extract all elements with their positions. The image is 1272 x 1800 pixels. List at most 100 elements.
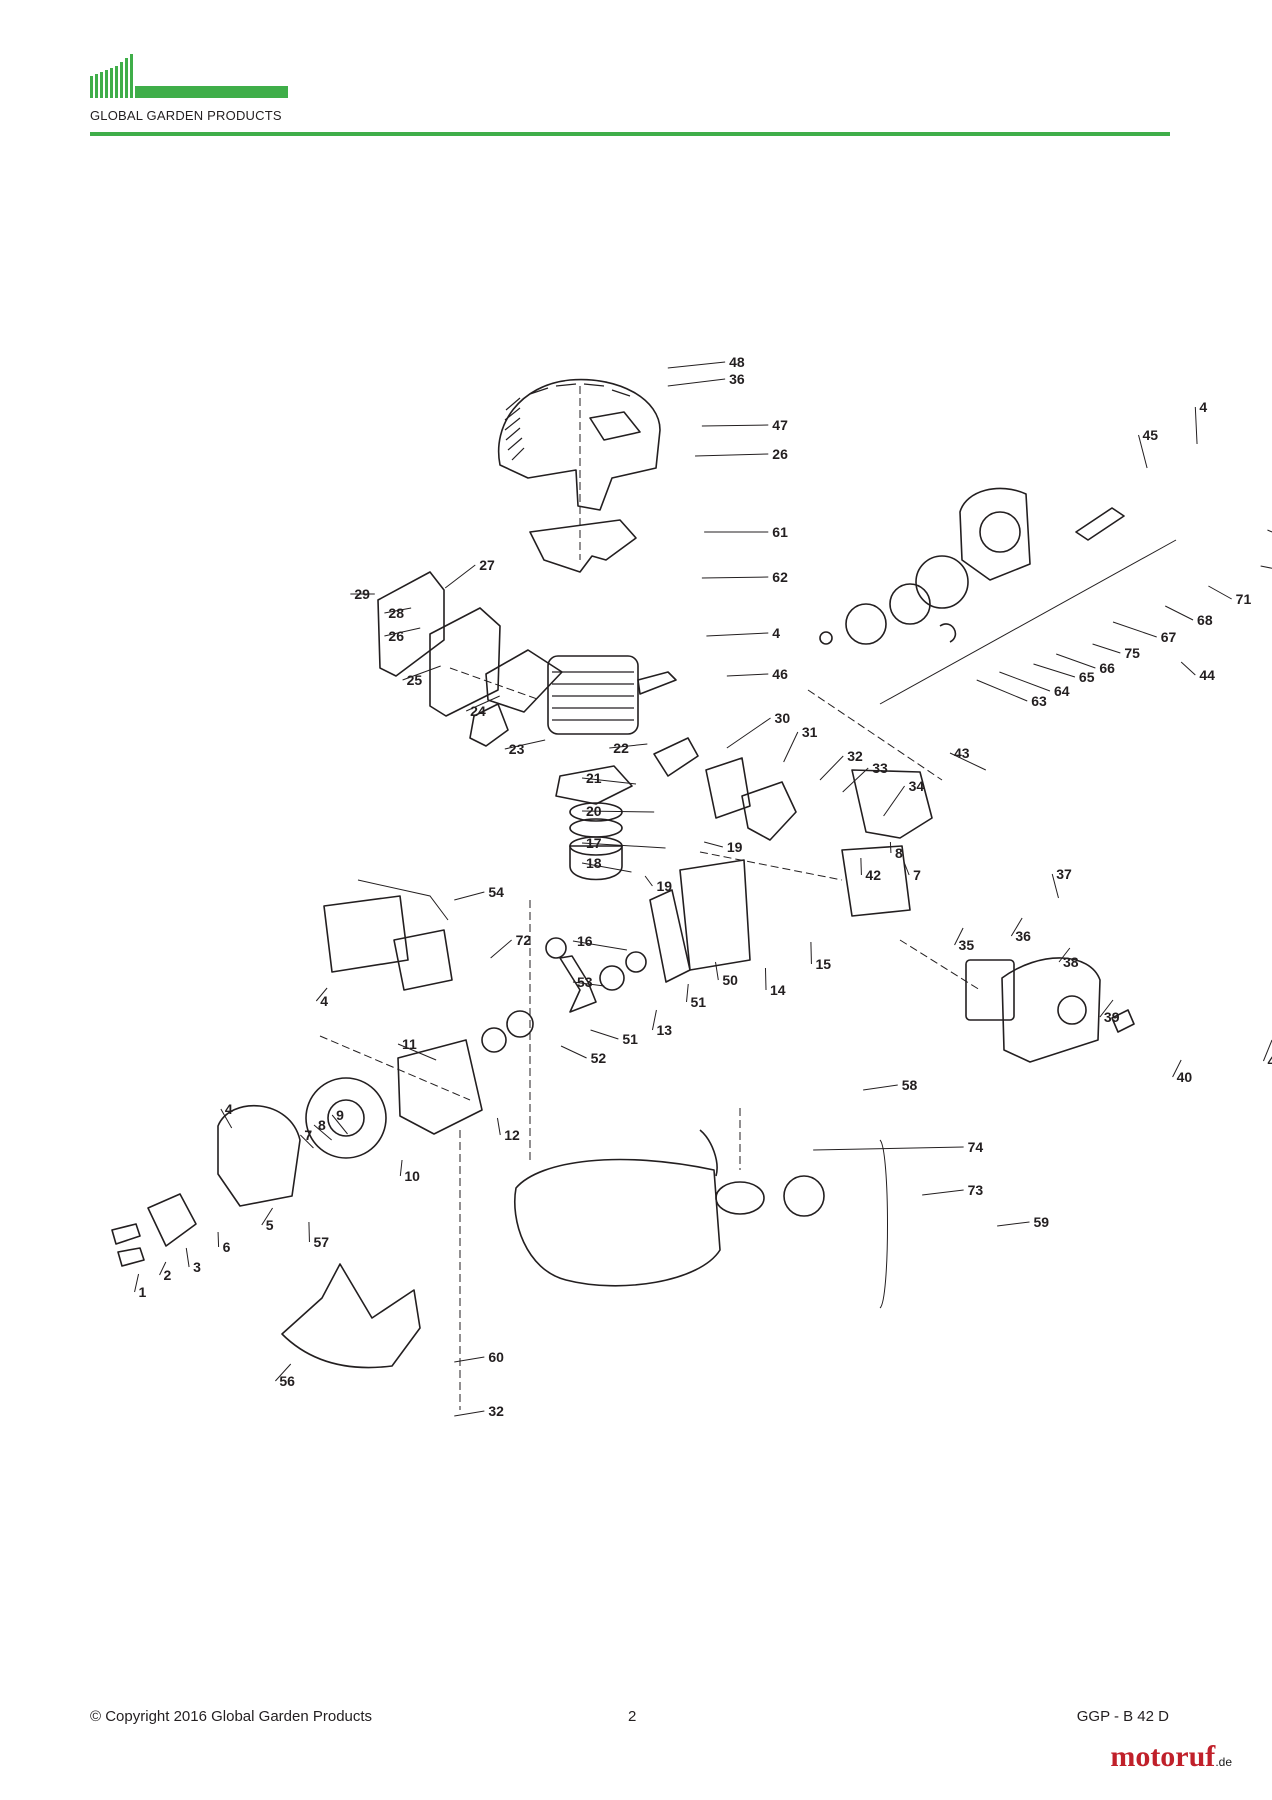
leader-line <box>397 1043 437 1061</box>
ggp-logo-icon <box>90 54 288 98</box>
part-callout: 42 <box>865 867 881 883</box>
part-callout: 54 <box>488 884 504 900</box>
part-callout: 43 <box>954 745 970 761</box>
filter-cover <box>1001 957 1101 1063</box>
part-callout: 8 <box>895 845 903 861</box>
leader-line <box>715 961 719 981</box>
part-callout: 58 <box>902 1077 918 1093</box>
fuel-tank <box>514 1158 721 1287</box>
part-callout: 63 <box>1031 693 1047 709</box>
leader-line <box>134 1273 140 1293</box>
leader-line <box>300 1134 314 1149</box>
part-callout: 29 <box>354 586 370 602</box>
part-callout: 4 <box>320 993 328 1009</box>
leader-line <box>582 810 655 813</box>
leader-line <box>159 1261 167 1276</box>
part-callout: 46 <box>772 666 788 682</box>
leader-line <box>581 777 637 785</box>
part-callout: 19 <box>727 839 743 855</box>
leader-line <box>704 841 723 848</box>
leader-line <box>444 564 476 589</box>
part-callout: 36 <box>729 371 745 387</box>
starter-pulley <box>915 555 969 609</box>
carburetor <box>741 781 797 841</box>
leader-line <box>644 875 653 887</box>
leader-line <box>1262 1039 1272 1062</box>
part-callout: 4 <box>225 1101 233 1117</box>
part-callout: 40 <box>1177 1069 1193 1085</box>
crankcase-half-right <box>679 859 751 971</box>
part-callout: 67 <box>1161 629 1177 645</box>
leader-line <box>220 1108 233 1129</box>
leader-line <box>465 695 500 712</box>
leader-line <box>863 1084 898 1091</box>
leader-line <box>399 1159 403 1177</box>
copyright-text: © Copyright 2016 Global Garden Products <box>90 1708 373 1725</box>
leader-line <box>686 983 689 1003</box>
leader-line <box>726 673 769 677</box>
part-callout: 44 <box>1199 667 1215 683</box>
leader-line <box>1099 999 1114 1018</box>
part-callout: 33 <box>872 760 888 776</box>
part-callout: 51 <box>622 1031 638 1047</box>
leader-line <box>384 607 412 614</box>
leader-line <box>590 1029 619 1040</box>
leader-line <box>1056 653 1096 669</box>
part-callout: 32 <box>488 1403 504 1419</box>
starter-housing <box>959 487 1031 581</box>
leader-line <box>997 1221 1030 1227</box>
part-callout: 68 <box>1197 612 1213 628</box>
part-callout: 31 <box>802 724 818 740</box>
model-code: GGP - B 42 D <box>1076 1708 1169 1725</box>
leader-line <box>384 627 421 637</box>
leader-line <box>1260 565 1272 569</box>
part-callout: 53 <box>577 974 593 990</box>
leader-line <box>572 981 605 987</box>
part-callout: 41 <box>1267 1053 1272 1069</box>
leader-line <box>1092 643 1121 654</box>
leader-line <box>726 717 771 749</box>
part-callout: 3 <box>193 1259 201 1275</box>
leader-line <box>860 857 862 876</box>
leader-line <box>185 1247 190 1268</box>
leader-line <box>454 1410 485 1417</box>
muffler-cover <box>377 571 445 677</box>
leader-line <box>842 767 869 793</box>
leader-line <box>315 987 328 1002</box>
part-callout: 39 <box>1104 1009 1120 1025</box>
leader-line <box>1033 663 1076 678</box>
leader-line <box>560 1045 587 1059</box>
part-callout: 1 <box>139 1284 147 1300</box>
part-callout: 62 <box>772 569 788 585</box>
part-callout: 13 <box>656 1022 672 1038</box>
leader-line <box>667 378 726 387</box>
clutch-cover <box>217 1104 301 1207</box>
leader-line <box>695 453 769 457</box>
crankcase-half-left <box>397 1039 483 1135</box>
part-callout: 22 <box>613 740 629 756</box>
part-callout: 16 <box>577 933 593 949</box>
part-callout: 19 <box>656 878 672 894</box>
part-callout: 8 <box>318 1117 326 1133</box>
part-callout: 60 <box>488 1349 504 1365</box>
muffler-body <box>429 607 501 717</box>
leader-line <box>954 927 964 946</box>
leader-line <box>764 967 767 991</box>
leader-line <box>903 861 910 876</box>
leader-line <box>581 862 632 873</box>
leader-line <box>308 1221 310 1243</box>
leader-line <box>651 1009 657 1031</box>
clutch <box>147 1193 197 1247</box>
part-callout: 4 <box>1199 399 1207 415</box>
leader-line <box>454 1356 485 1363</box>
part-callout: 47 <box>772 417 788 433</box>
part-callout: 35 <box>959 937 975 953</box>
part-callout: 24 <box>470 703 486 719</box>
leader-line <box>813 1146 964 1151</box>
leader-line <box>275 1363 292 1382</box>
part-callout: 38 <box>1063 954 1079 970</box>
part-callout: 51 <box>691 994 707 1010</box>
part-callout: 59 <box>1034 1214 1050 1230</box>
watermark-suffix: .de <box>1215 1755 1232 1769</box>
leader-line <box>1112 621 1157 638</box>
